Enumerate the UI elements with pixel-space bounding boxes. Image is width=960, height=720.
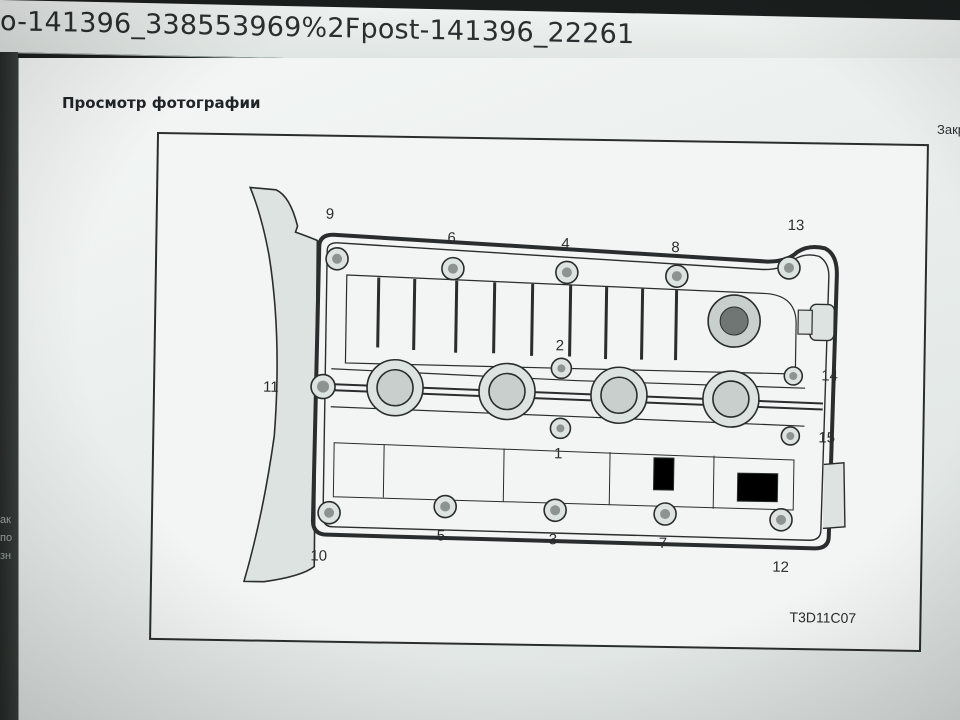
viewer-title: Просмотр фотографии xyxy=(62,94,261,112)
spark-plug-wells xyxy=(366,358,760,428)
bolt-label-1: 1 xyxy=(554,445,563,462)
cover-right-tab xyxy=(822,462,846,530)
bolt-label-12: 12 xyxy=(772,559,789,576)
cover-flange xyxy=(242,186,319,583)
cover-inner-gasket xyxy=(322,242,830,541)
bolt-label-5: 5 xyxy=(437,527,446,544)
bolt-label-9: 9 xyxy=(326,206,335,223)
bolt-labels: 1 2 3 4 5 6 7 8 9 10 11 12 13 14 15 xyxy=(263,206,838,576)
diagram-code: T3D11C07 xyxy=(789,609,856,626)
breather-nozzle xyxy=(797,303,836,342)
cover-top-chamber xyxy=(344,274,797,375)
bolt-label-15: 15 xyxy=(818,429,835,446)
cover-ribs xyxy=(376,277,679,361)
oil-filler-cap xyxy=(707,294,761,348)
bolt-label-8: 8 xyxy=(671,239,680,256)
left-text-fragment: зн xyxy=(0,550,12,562)
bolt-label-6: 6 xyxy=(447,230,456,247)
left-text-fragment: ак xyxy=(0,514,11,526)
cover-lower-dividers xyxy=(382,444,779,509)
close-link[interactable]: Закрыть xyxy=(937,122,960,137)
bolt-hole-centers xyxy=(317,253,798,525)
left-text-fragment: по xyxy=(0,532,13,544)
bolt-label-11: 11 xyxy=(263,379,279,396)
bolt-label-10: 10 xyxy=(310,547,327,564)
left-page-strip: ак по зн xyxy=(0,52,18,720)
bolt-label-13: 13 xyxy=(788,217,805,234)
cover-lower-chamber xyxy=(332,442,795,511)
url-text[interactable]: o-141396_338553969%2Fpost-141396_22261 xyxy=(0,6,635,51)
cover-outer-gasket xyxy=(310,232,839,551)
bolt-label-2: 2 xyxy=(556,337,565,354)
bolt-label-4: 4 xyxy=(561,235,570,252)
bolt-label-3: 3 xyxy=(549,531,558,548)
photo-viewer-panel: Просмотр фотографии Закрыть xyxy=(18,58,960,720)
photo-image[interactable]: 1 2 3 4 5 6 7 8 9 10 11 12 13 14 15 T3D1… xyxy=(149,131,929,653)
valve-cover-diagram: 1 2 3 4 5 6 7 8 9 10 11 12 13 14 15 T3D1… xyxy=(242,186,856,626)
bolt-label-14: 14 xyxy=(821,367,838,384)
bolt-label-7: 7 xyxy=(659,535,668,552)
